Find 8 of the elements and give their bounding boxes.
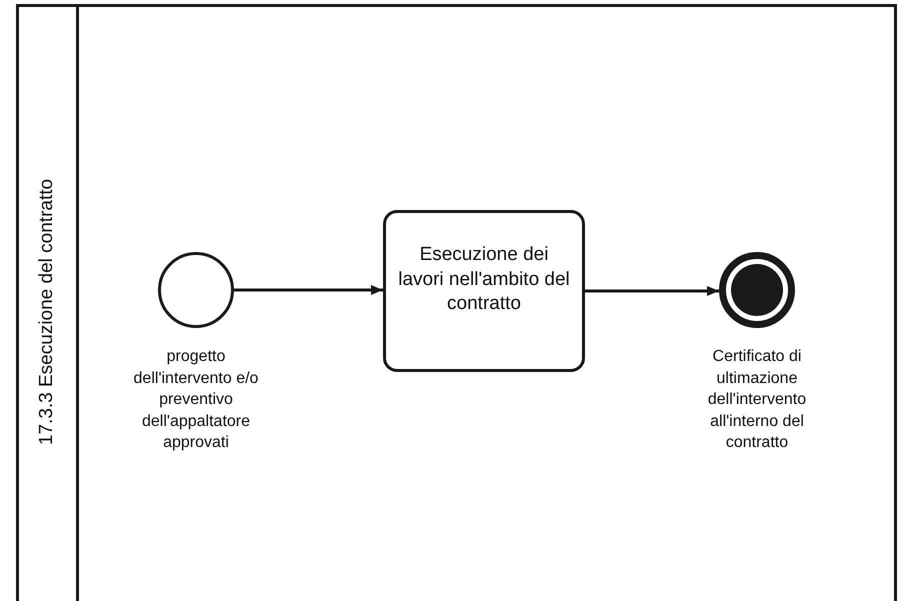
event-label: progetto dell'intervento e/o preventivo dell'appaltatore approvati — [132, 347, 260, 454]
task-label: Esecuzione dei lavori nell'ambito del contratto — [397, 243, 571, 316]
swimlane-pool — [16, 4, 897, 601]
lane-title: 17.3.3 Esecuzione del contratto — [36, 178, 58, 446]
task-box — [383, 210, 585, 372]
sequence-arrow — [585, 286, 719, 296]
sequence-arrow — [234, 285, 383, 295]
event-label: Certificato di ultimazione dell'intervento all'interno del contratto — [706, 347, 808, 454]
